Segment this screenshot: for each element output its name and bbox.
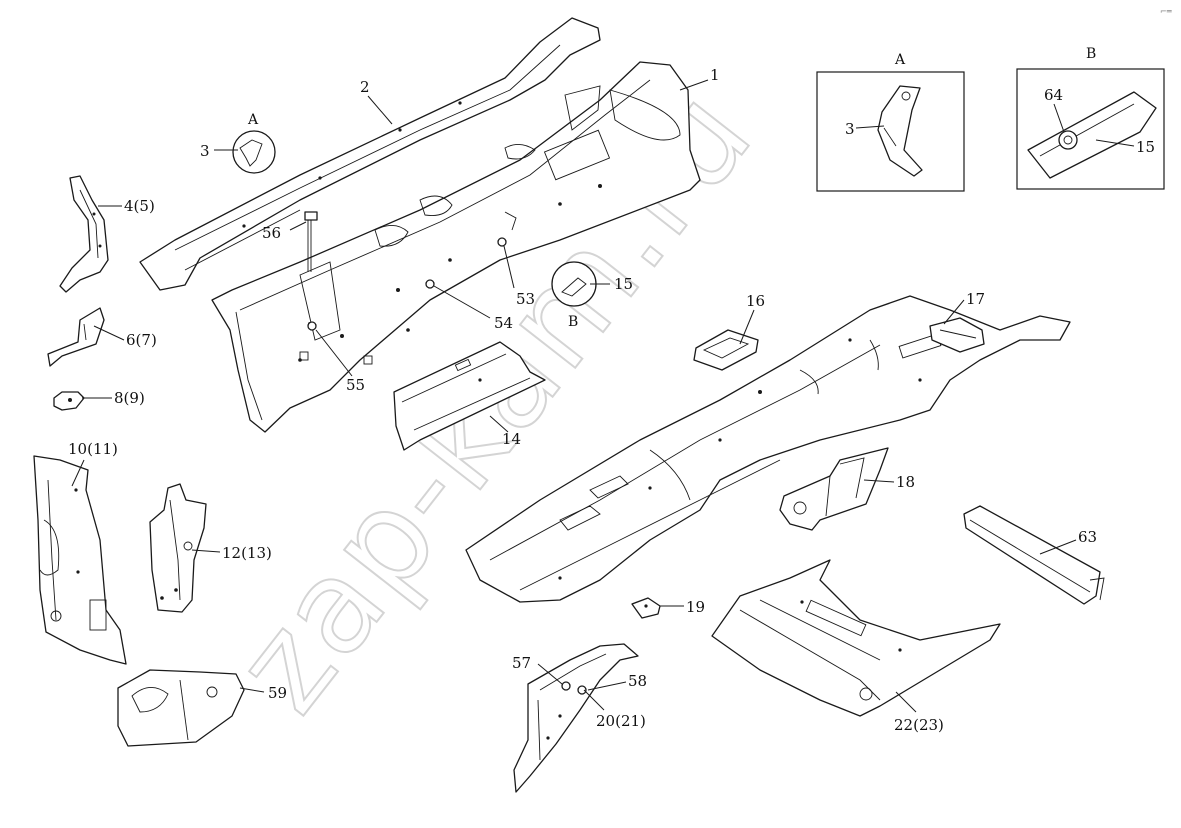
- part-59-bracket[interactable]: [117, 669, 245, 747]
- callout-58: 58: [628, 672, 647, 690]
- callout-4: 4(5): [124, 197, 155, 215]
- callout-53: 53: [516, 290, 535, 308]
- detail-b-frame: [1016, 68, 1165, 190]
- callout-20: 20(21): [596, 712, 646, 730]
- detail-b-label-64: 64: [1044, 86, 1063, 104]
- part-2-cowl-top[interactable]: [139, 17, 601, 291]
- callout-3: 3: [200, 142, 210, 160]
- callout-16: 16: [746, 292, 765, 310]
- callout-1: 1: [710, 66, 720, 84]
- part-18-seat-bracket[interactable]: [779, 447, 889, 531]
- part-1-dash-panel[interactable]: [211, 61, 701, 433]
- callout-labels: 1 2 3 4(5) 6(7) 8(9) 10(11) 12(13) 14 15…: [68, 66, 1097, 734]
- main-floor-pan[interactable]: [465, 295, 1071, 603]
- leader-lines: [71, 79, 1077, 713]
- part-20-side-member[interactable]: [513, 643, 639, 793]
- view-marker-a: A: [247, 112, 259, 128]
- fastener-53[interactable]: [497, 237, 507, 247]
- detail-b-label-15: 15: [1136, 138, 1155, 156]
- callout-14: 14: [502, 430, 521, 448]
- callout-57: 57: [512, 654, 531, 672]
- part-4-bracket[interactable]: [59, 175, 109, 293]
- fastener-55[interactable]: [307, 321, 317, 331]
- detail-b-part-64-nut[interactable]: [1058, 130, 1078, 150]
- part-8-clip[interactable]: [53, 391, 85, 411]
- part-6-bracket[interactable]: [47, 307, 105, 367]
- callout-22: 22(23): [894, 716, 944, 734]
- part-15-small-view[interactable]: [551, 261, 597, 307]
- callout-56: 56: [262, 224, 281, 242]
- part-22-rear-floor[interactable]: [711, 559, 1001, 717]
- detail-a-label-3: 3: [845, 120, 855, 138]
- part-12-hinge-pillar[interactable]: [149, 483, 207, 613]
- callout-15: 15: [614, 275, 633, 293]
- detail-b-part-15[interactable]: [1027, 91, 1157, 179]
- part-3-small-view[interactable]: [232, 130, 276, 174]
- detail-a-frame: [816, 71, 965, 192]
- callout-59: 59: [268, 684, 287, 702]
- callout-2: 2: [360, 78, 370, 96]
- fastener-56-bolt[interactable]: [304, 211, 318, 272]
- part-10-a-pillar-inner[interactable]: [33, 455, 127, 665]
- callout-54: 54: [494, 314, 513, 332]
- callout-8: 8(9): [114, 389, 145, 407]
- detail-b-header: B: [1086, 46, 1096, 62]
- detail-a-part-3[interactable]: [877, 85, 923, 177]
- part-14-reinforcement[interactable]: [393, 341, 546, 451]
- callout-55: 55: [346, 376, 365, 394]
- detail-view-b: B 64 15: [1016, 46, 1165, 190]
- corner-mark: ⌐═: [1160, 7, 1172, 16]
- callout-18: 18: [896, 473, 915, 491]
- part-63-rail[interactable]: [963, 505, 1105, 605]
- part-17-bracket[interactable]: [929, 317, 985, 353]
- callout-17: 17: [966, 290, 985, 308]
- fastener-54[interactable]: [425, 279, 435, 289]
- part-19-pad[interactable]: [631, 597, 661, 619]
- detail-a-header: A: [894, 52, 906, 68]
- callout-63: 63: [1078, 528, 1097, 546]
- callout-6: 6(7): [126, 331, 157, 349]
- view-marker-b: B: [568, 314, 578, 330]
- callout-10: 10(11): [68, 440, 118, 458]
- detail-view-a: A 3: [816, 52, 965, 192]
- callout-12: 12(13): [222, 544, 272, 562]
- callout-19: 19: [686, 598, 705, 616]
- part-16-cover-plate[interactable]: [693, 329, 759, 371]
